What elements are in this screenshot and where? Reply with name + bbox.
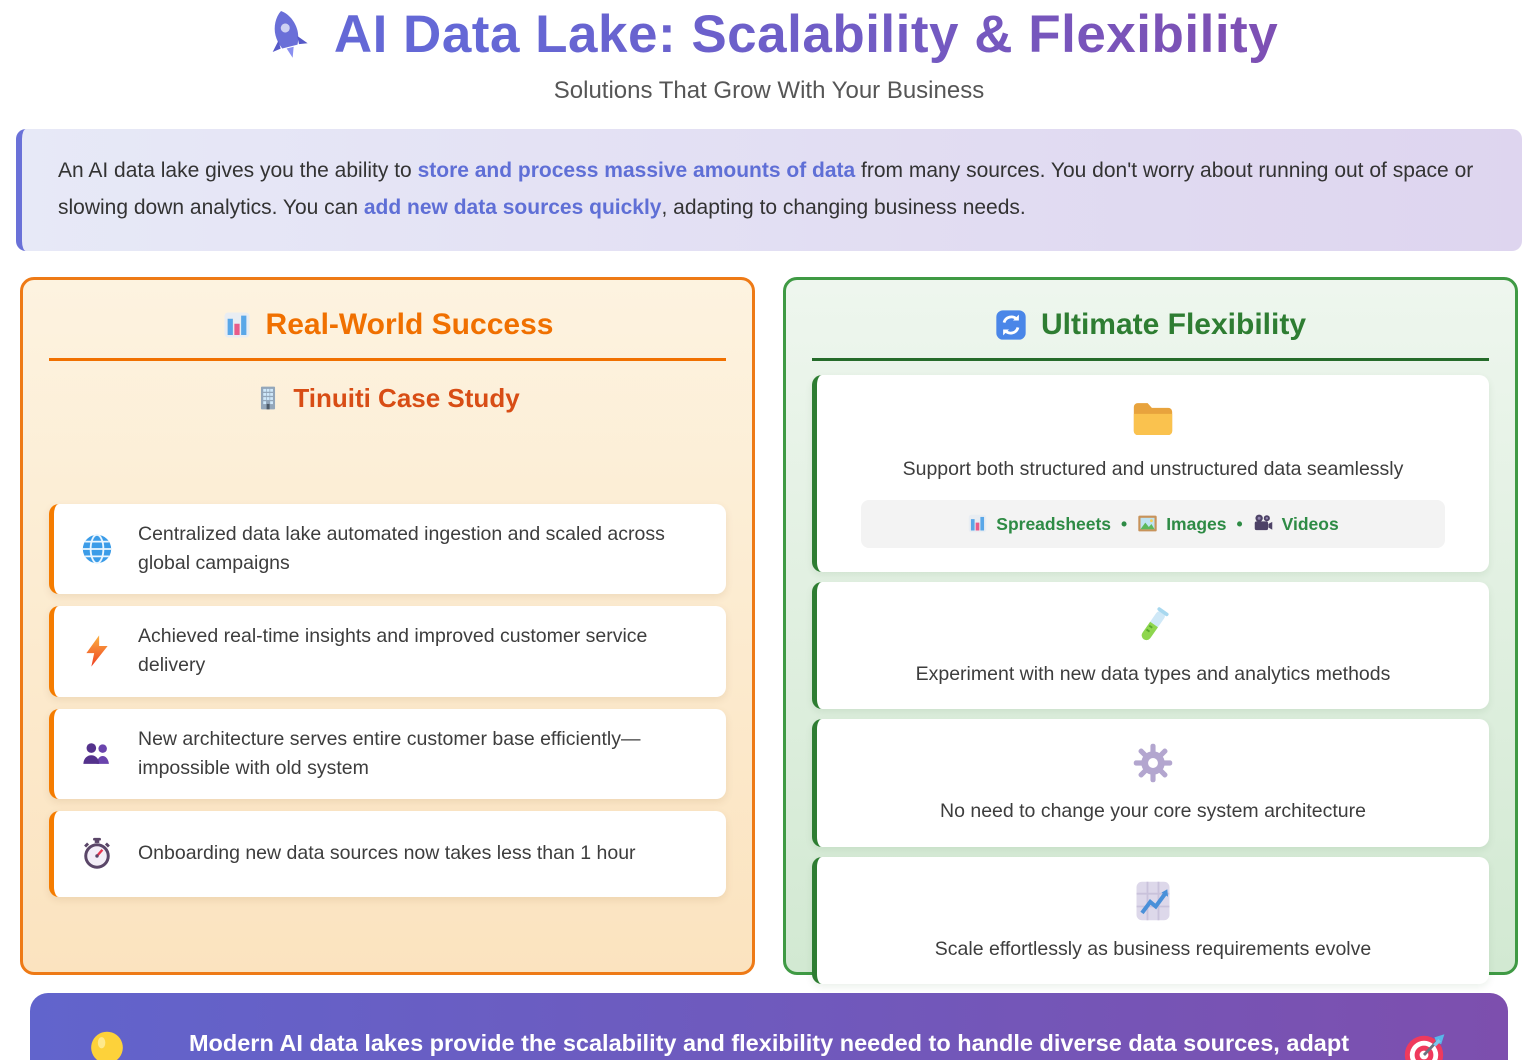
flexibility-item-text: Experiment with new data types and analy… (915, 663, 1391, 685)
flexibility-card-title-label: Ultimate Flexibility (1040, 307, 1307, 341)
intro-text: An AI data lake gives you the ability to (58, 159, 418, 182)
framed-picture-icon (1138, 516, 1157, 532)
sync-icon (996, 309, 1026, 340)
success-items: Centralized data lake automated ingestio… (49, 503, 726, 897)
intro-text: from many sources. You don't worry about… (58, 159, 1474, 219)
globe-icon (82, 533, 112, 564)
tag-images: Images (1137, 511, 1227, 537)
flexibility-items: Support both structured and unstructured… (812, 374, 1489, 984)
target-icon (1404, 1033, 1445, 1060)
light-bulb-icon (91, 1031, 123, 1060)
success-item-globe: Centralized data lake automated ingestio… (49, 503, 726, 594)
content-columns: Real-World Success Tinuiti Case Study (20, 276, 1518, 984)
success-item-stopwatch: Onboarding new data sources now takes le… (49, 811, 726, 897)
summary-banner-text: Modern AI data lakes provide the scalabi… (188, 1029, 1350, 1056)
tag-label: Spreadsheets (996, 513, 1112, 534)
flexibility-card: Ultimate Flexibility Support both struct… (783, 276, 1518, 984)
flexibility-item-folder: Support both structured and unstructured… (812, 374, 1489, 572)
case-study-title: Tinuiti Case Study (49, 383, 726, 414)
intro-text: , adapting to changing business needs. (661, 195, 1026, 219)
flexibility-item-chart: Scale effortlessly as business requireme… (812, 856, 1489, 984)
tag-separator: • (1236, 513, 1243, 534)
page-subtitle: Solutions That Grow With Your Business (553, 77, 985, 104)
success-item-text: Centralized data lake automated ingestio… (138, 522, 665, 574)
tag-label: Images (1166, 513, 1227, 534)
movie-camera-icon (1254, 514, 1272, 531)
case-study-title-label: Tinuiti Case Study (293, 382, 520, 413)
success-item-text: Onboarding new data sources now takes le… (138, 842, 636, 865)
tag-label: Videos (1281, 513, 1339, 534)
office-building-icon (261, 386, 276, 410)
lightning-icon (86, 635, 108, 667)
success-card-title: Real-World Success (49, 308, 726, 361)
flexibility-card-title: Ultimate Flexibility (812, 308, 1489, 361)
tag-separator: • (1121, 513, 1128, 534)
summary-banner: Modern AI data lakes provide the scalabi… (30, 992, 1508, 1060)
intro-highlight: add new data sources quickly (363, 195, 662, 219)
flexibility-item-gear: No need to change your core system archi… (812, 719, 1489, 847)
rocket-icon (272, 10, 308, 58)
flexibility-item-text: No need to change your core system archi… (940, 800, 1366, 823)
flexibility-item-text: Support both structured and unstructured… (902, 457, 1404, 480)
chart-increasing-icon (1136, 881, 1170, 920)
flexibility-item-test-tube: Experiment with new data types and analy… (812, 582, 1489, 710)
intro-callout: An AI data lake gives you the ability to… (16, 129, 1522, 251)
intro-highlight: store and process massive amounts of dat… (417, 159, 856, 182)
stopwatch-icon (84, 837, 110, 869)
test-tube-icon (1141, 607, 1169, 641)
people-icon (83, 742, 109, 764)
tag-videos: Videos (1253, 511, 1339, 537)
bar-chart-icon (224, 312, 250, 337)
data-type-tags: Spreadsheets • Images • (861, 499, 1445, 548)
page-title: AI Data Lake: Scalability & Flexibility (333, 5, 1279, 64)
success-card: Real-World Success Tinuiti Case Study (20, 276, 755, 975)
success-card-title-label: Real-World Success (265, 307, 554, 341)
folder-icon (1133, 402, 1173, 435)
flexibility-item-text: Scale effortlessly as business requireme… (934, 937, 1372, 960)
success-item-text: New architecture serves entire customer … (138, 727, 641, 779)
page-header: AI Data Lake: Scalability & Flexibility … (0, 0, 1538, 105)
tag-spreadsheets: Spreadsheets (967, 511, 1111, 537)
success-item-text: Achieved real-time insights and improved… (138, 625, 648, 677)
success-item-people: New architecture serves entire customer … (49, 708, 726, 799)
bar-chart-icon (969, 515, 987, 533)
gear-icon (1133, 744, 1173, 783)
success-item-lightning: Achieved real-time insights and improved… (49, 606, 726, 697)
